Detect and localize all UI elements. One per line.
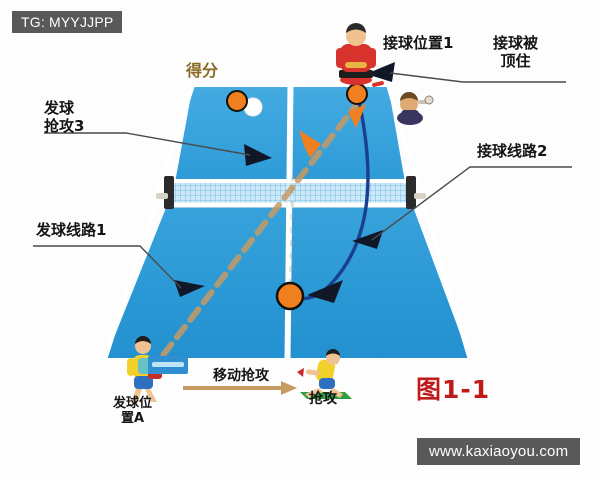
watermark-bottom-right: www.kaxiaoyou.com (417, 438, 581, 465)
ghost-streak (288, 174, 295, 301)
server-table-prop (148, 356, 188, 374)
net-post-left (164, 176, 174, 209)
arrow-move-attack (183, 381, 297, 395)
figure-title: 图1-1 (416, 375, 491, 404)
ball-receive-top (346, 83, 368, 105)
arrow-to-center-ball (307, 280, 343, 303)
table-tennis-table (103, 83, 472, 362)
player-receiver-top (336, 23, 384, 87)
net-clamp-left (156, 193, 168, 199)
label-receive-blocked: 接球被 顶住 (493, 34, 539, 70)
label-score: 得分 (186, 61, 219, 80)
serve-route-1-path (147, 97, 363, 375)
receive-route-2-path (292, 94, 370, 301)
player-server-bottom-left (127, 336, 188, 403)
player-small-right (397, 92, 434, 125)
net-clamp-right (414, 193, 426, 199)
leader-serve-route-1 (33, 245, 182, 289)
arrow-serve-attack-3 (244, 144, 272, 166)
net-post-right (406, 176, 416, 209)
player-attacker-bottom (297, 349, 352, 399)
arrow-score-orange (299, 130, 321, 158)
label-serve-route-1: 发球线路1 (36, 221, 107, 239)
arrow-receive-route-2 (352, 230, 383, 249)
label-serve-attack-3: 发球 抢攻3 (44, 99, 85, 135)
ball-score-far-left (226, 90, 248, 112)
leader-serve-attack-3 (44, 132, 251, 156)
label-serve-position-a: 发球位 置A (113, 396, 153, 427)
table-center-line (284, 84, 294, 361)
leader-receive-route-2 (371, 166, 572, 241)
leader-lines (33, 72, 572, 289)
label-move-attack: 移动抢攻 (213, 368, 269, 384)
label-receive-route-2: 接球线路2 (477, 142, 548, 160)
arrow-orange-near-serve (348, 104, 366, 128)
arrow-serve-route-1 (174, 280, 205, 297)
table-outline (103, 83, 472, 362)
watermark-top-left: TG: MYYJJPP (12, 11, 123, 33)
label-attack: 抢攻 (309, 391, 337, 407)
leader-receive-blocked (389, 72, 566, 83)
ball-center-near (275, 281, 305, 311)
label-receive-position-1: 接球位置1 (383, 34, 454, 52)
arrow-receive-blocked (366, 62, 395, 82)
